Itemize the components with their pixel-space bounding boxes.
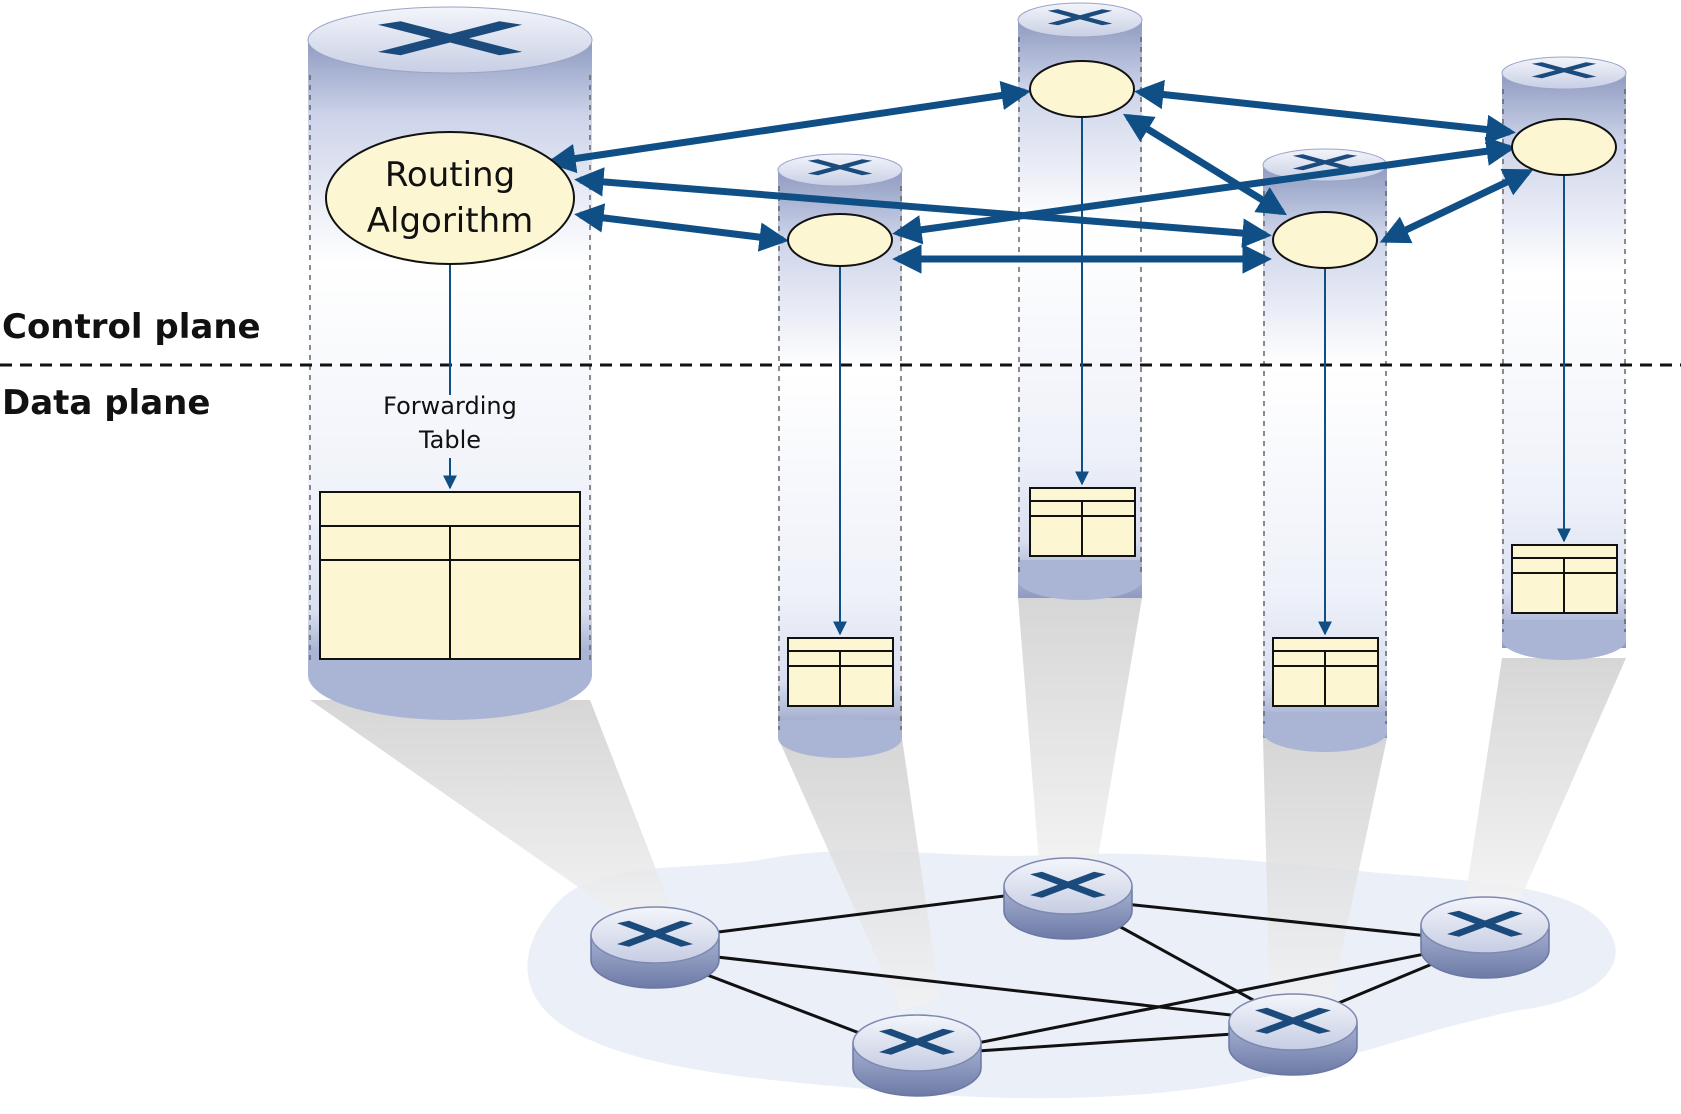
control-plane-label: Control plane (2, 307, 261, 347)
data-plane-label: Data plane (2, 383, 210, 423)
forwarding-label-line1: Forwarding (383, 392, 517, 420)
router-x-icon (617, 920, 693, 947)
control-plane-messages (546, 79, 1534, 274)
forwarding-table-3 (1029, 487, 1136, 557)
router-x-icon (1255, 1007, 1331, 1034)
shadow-beam-3 (1018, 598, 1142, 875)
router-device-a (590, 906, 720, 989)
routing-algorithm-node (325, 131, 575, 265)
shadow-beam-4 (1263, 738, 1387, 1005)
router-device-c (1003, 857, 1133, 940)
router-device-e (1420, 896, 1550, 979)
link-b-e (916, 940, 1486, 1057)
shadow-beam-5 (1465, 658, 1626, 900)
shadow-beam-2 (778, 738, 940, 1010)
router-device-b (852, 1014, 982, 1097)
control-arrow-2-5 (892, 136, 1516, 245)
link-a-d (654, 948, 1294, 1024)
forwarding-table-5 (1511, 544, 1618, 614)
control-node-2 (787, 213, 893, 267)
router-x-icon (1531, 62, 1597, 79)
router-device-d (1228, 993, 1358, 1076)
control-arrow-1-3 (546, 80, 1031, 174)
control-node-3 (1029, 60, 1135, 118)
control-arrow-1-2 (574, 203, 789, 252)
router-x-icon (377, 21, 523, 56)
projection-shadows (310, 598, 1626, 1010)
router-x-icon (1047, 9, 1113, 26)
control-arrow-3-5 (1134, 79, 1516, 145)
forwarding-table-large (319, 491, 581, 660)
link-c-e (1067, 896, 1486, 944)
forwarding-table-4 (1272, 637, 1379, 707)
router-x-icon (879, 1028, 955, 1055)
forwarding-arrows (443, 118, 1571, 636)
shadow-beam-1 (310, 700, 670, 930)
forwarding-label-line2: Table (418, 426, 481, 454)
router-x-icon (1030, 871, 1106, 898)
control-node-4 (1272, 211, 1378, 269)
router-x-icon (1447, 910, 1523, 937)
control-arrow-4-5 (1379, 168, 1534, 244)
forwarding-table-2 (787, 637, 894, 707)
link-a-c (654, 886, 1069, 942)
routing-label-line2: Algorithm (367, 201, 534, 241)
routing-label-line1: Routing (385, 155, 515, 195)
control-node-5 (1511, 118, 1617, 176)
